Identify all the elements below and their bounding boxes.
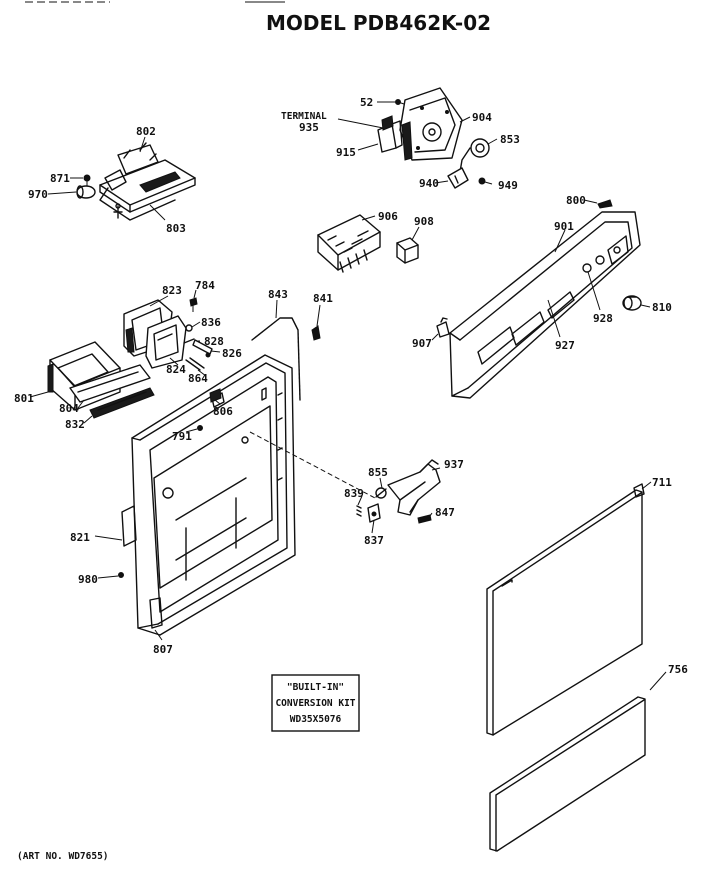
callout-927: 927 [555, 339, 575, 352]
callout-904: 904 [472, 111, 492, 124]
callout-980: 980 [78, 573, 98, 586]
callout-908: 908 [414, 215, 434, 228]
callout-801: 801 [14, 392, 34, 405]
part-807-inner-door [121, 354, 296, 636]
callout-826: 826 [222, 347, 242, 360]
kit-line-2: CONVERSION KIT [275, 698, 355, 709]
callout-907: 907 [412, 337, 432, 350]
part-784-screw [189, 297, 198, 312]
callout-824: 824 [166, 363, 186, 376]
callout-802: 802 [136, 125, 156, 138]
callout-901: 901 [554, 220, 574, 233]
part-970-plug [76, 185, 96, 199]
callout-864: 864 [188, 372, 208, 385]
callout-836: 836 [201, 316, 221, 329]
part-937-latch [387, 459, 441, 516]
callout-940: 940 [419, 177, 439, 190]
part-901-control-panel [449, 211, 641, 399]
art-number: (ART NO. WD7655) [17, 851, 109, 862]
callout-915: 915 [336, 146, 356, 159]
part-800-screw [597, 199, 613, 209]
part-791-screw [197, 425, 203, 431]
part-843-gasket [251, 317, 301, 401]
part-906-switch-block [317, 214, 381, 273]
part-841-screw [311, 325, 321, 341]
callout-839: 839 [344, 487, 364, 500]
part-847-screw [417, 514, 432, 524]
callout-804: 804 [59, 402, 79, 415]
part-837-bracket [367, 503, 381, 523]
callout-843: 843 [268, 288, 288, 301]
conversion-kit-box: "BUILT-IN" CONVERSION KIT WD35X5076 [271, 674, 360, 732]
callout-803: 803 [166, 222, 186, 235]
callout-800: 800 [566, 194, 586, 207]
part-949-screw [478, 177, 493, 185]
callout-52: 52 [360, 96, 373, 109]
part-756-lower-panel [489, 696, 646, 852]
part-855-spring [375, 487, 387, 499]
callout-949: 949 [498, 179, 518, 192]
callout-823: 823 [162, 284, 182, 297]
part-907-clip [436, 317, 450, 338]
callout-970: 970 [28, 188, 48, 201]
callout-807: 807 [153, 643, 173, 656]
part-836-828-parts [183, 324, 213, 371]
callout-784: 784 [195, 279, 215, 292]
part-832-gasket [89, 387, 155, 419]
part-839-spring [356, 505, 362, 517]
callout-810: 810 [652, 301, 672, 314]
callout-806: 806 [213, 405, 233, 418]
callout-937: 937 [444, 458, 464, 471]
callout-906: 906 [378, 210, 398, 223]
part-810-knob [622, 295, 642, 311]
callout-791: 791 [172, 430, 192, 443]
callout-847: 847 [435, 506, 455, 519]
callout-832: 832 [65, 418, 85, 431]
callout-711: 711 [652, 476, 672, 489]
kit-line-1: "BUILT-IN" [287, 682, 344, 693]
part-908-button [396, 237, 419, 264]
part-52-screw [395, 99, 405, 105]
callout-756: 756 [668, 663, 688, 676]
part-904-control [399, 87, 463, 161]
callout-828: 828 [204, 335, 224, 348]
callout-935: 935 [299, 121, 319, 134]
part-853-motor [459, 138, 490, 173]
part-824-dispenser [145, 315, 187, 369]
model-title: MODEL PDB462K-02 [266, 11, 491, 35]
part-806-clip [209, 388, 222, 403]
part-940-clip [447, 167, 469, 189]
callout-928: 928 [593, 312, 613, 325]
part-980-screw [118, 572, 124, 578]
callout-821: 821 [70, 531, 90, 544]
terminal-label: TERMINAL [281, 111, 327, 122]
callout-837: 837 [364, 534, 384, 547]
part-804-lid [69, 364, 151, 403]
callout-853: 853 [500, 133, 520, 146]
part-871-screw [83, 174, 91, 188]
callout-871: 871 [50, 172, 70, 185]
part-802-803-assembly [99, 142, 196, 221]
kit-line-3: WD35X5076 [290, 714, 342, 725]
part-711-door-panel [486, 483, 645, 736]
part-915-terminal [377, 115, 403, 153]
callout-841: 841 [313, 292, 333, 305]
callout-855: 855 [368, 466, 388, 479]
